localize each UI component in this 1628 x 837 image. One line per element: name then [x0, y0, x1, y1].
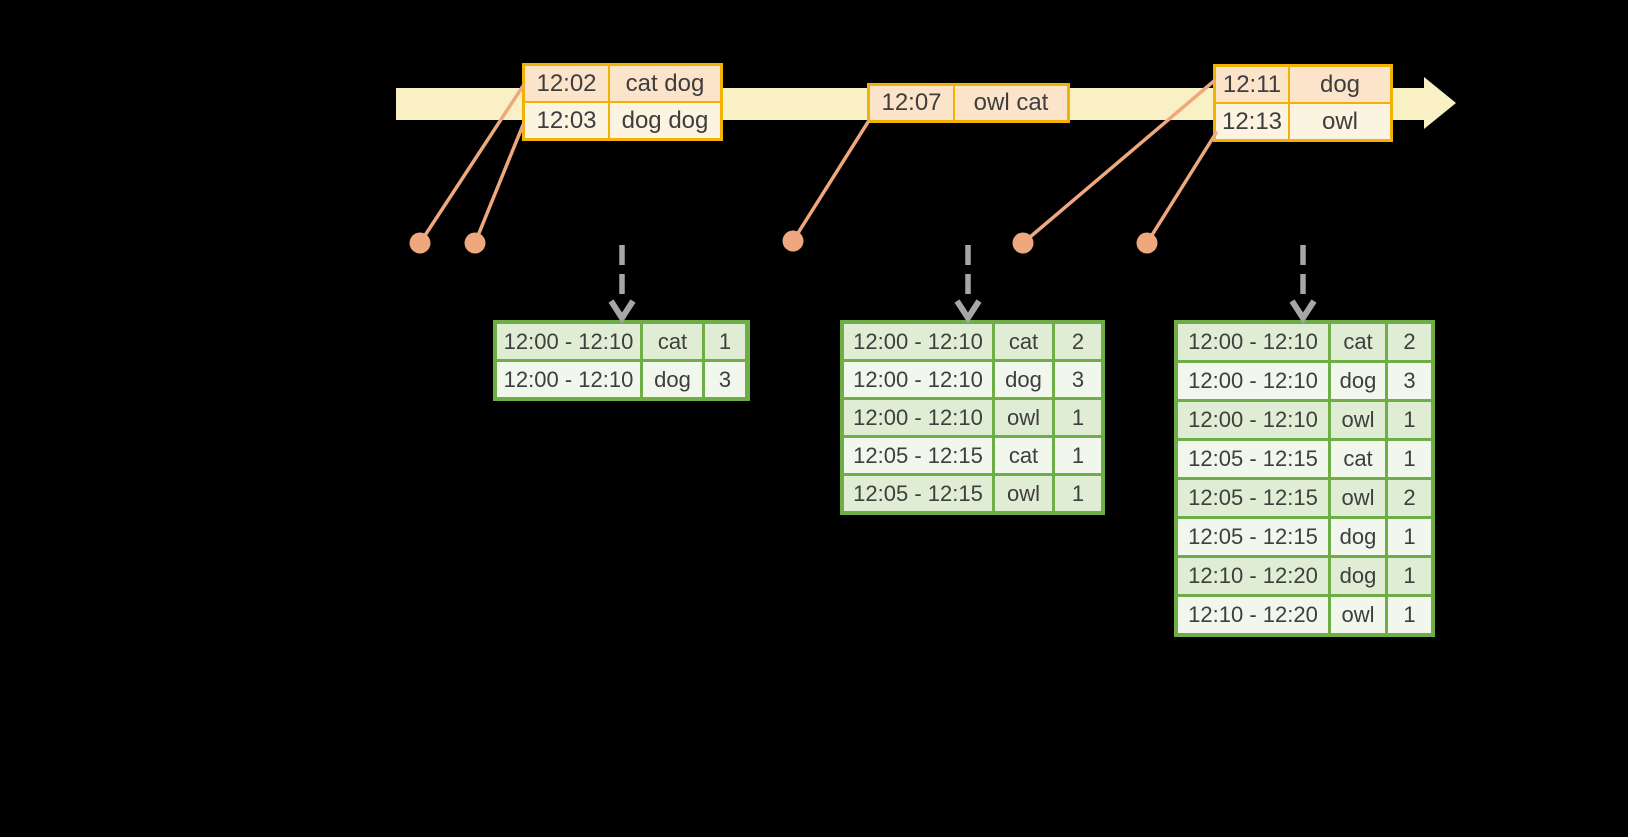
event-dot-1207: [782, 230, 804, 252]
timeline-arrowhead-icon: [1424, 77, 1456, 129]
event-dot-1203: [464, 232, 486, 254]
table-cell: 12:05 - 12:15: [844, 438, 992, 473]
table-cell: 12:05 - 12:15: [1178, 441, 1328, 477]
connector-line-1213: [1145, 131, 1218, 245]
table-cell: 2: [1388, 480, 1431, 516]
table-cell: 12:00 - 12:10: [844, 400, 992, 435]
table-cell: 3: [705, 362, 745, 397]
table-cell: 1: [1388, 558, 1431, 594]
table-cell: 12:10 - 12:20: [1178, 558, 1328, 594]
table-cell: cat: [995, 438, 1052, 473]
table-cell: 12:00 - 12:10: [497, 362, 640, 397]
event-dot-1213: [1136, 232, 1158, 254]
table-cell: 12:05 - 12:15: [844, 476, 992, 511]
table-cell: cat: [1331, 324, 1385, 360]
table-cell: 1: [1388, 402, 1431, 438]
table-cell: 12:00 - 12:10: [844, 324, 992, 359]
table-cell: 1: [1388, 597, 1431, 633]
table-cell: 2: [1055, 324, 1101, 359]
table-cell: 3: [1388, 363, 1431, 399]
table-cell: 12:00 - 12:10: [497, 324, 640, 359]
event-dot-1211: [1012, 232, 1034, 254]
table-cell: cat dog: [610, 66, 720, 101]
table-cell: 1: [1055, 400, 1101, 435]
table-cell: 12:05 - 12:15: [1178, 519, 1328, 555]
table-cell: 12:03: [525, 103, 608, 138]
trigger-arrow-3-head-icon: [1289, 299, 1317, 324]
table-cell: owl: [1331, 402, 1385, 438]
table-cell: 12:10 - 12:20: [1178, 597, 1328, 633]
table-cell: owl: [995, 476, 1052, 511]
table-cell: owl cat: [955, 86, 1067, 120]
table-cell: dog: [1331, 558, 1385, 594]
trigger-arrow-1-head-icon: [608, 299, 636, 324]
table-cell: 1: [1055, 476, 1101, 511]
table-cell: 12:13: [1216, 104, 1288, 139]
table-cell: 1: [1055, 438, 1101, 473]
trigger-arrow-2-head-icon: [954, 299, 982, 324]
table-cell: 12:00 - 12:10: [1178, 402, 1328, 438]
connector-line-1203: [473, 123, 525, 245]
table-cell: 1: [1388, 519, 1431, 555]
table-cell: 12:00 - 12:10: [1178, 363, 1328, 399]
table-cell: owl: [1331, 480, 1385, 516]
table-cell: 12:05 - 12:15: [1178, 480, 1328, 516]
table-cell: dog: [643, 362, 702, 397]
table-cell: 2: [1388, 324, 1431, 360]
table-cell: dog dog: [610, 103, 720, 138]
table-cell: cat: [643, 324, 702, 359]
table-cell: dog: [1331, 519, 1385, 555]
table-cell: cat: [1331, 441, 1385, 477]
table-cell: 12:02: [525, 66, 608, 101]
table-cell: 12:07: [870, 86, 953, 120]
table-cell: 1: [1388, 441, 1431, 477]
table-cell: owl: [995, 400, 1052, 435]
event-dot-1202: [409, 232, 431, 254]
table-cell: cat: [995, 324, 1052, 359]
table-cell: dog: [1331, 363, 1385, 399]
table-cell: 12:00 - 12:10: [844, 362, 992, 397]
connector-line-1207: [791, 120, 870, 243]
table-cell: owl: [1331, 597, 1385, 633]
table-cell: dog: [1290, 67, 1390, 102]
table-cell: 12:00 - 12:10: [1178, 324, 1328, 360]
table-cell: 3: [1055, 362, 1101, 397]
table-cell: 1: [705, 324, 745, 359]
table-cell: 12:11: [1216, 67, 1288, 102]
table-cell: owl: [1290, 104, 1390, 139]
table-cell: dog: [995, 362, 1052, 397]
